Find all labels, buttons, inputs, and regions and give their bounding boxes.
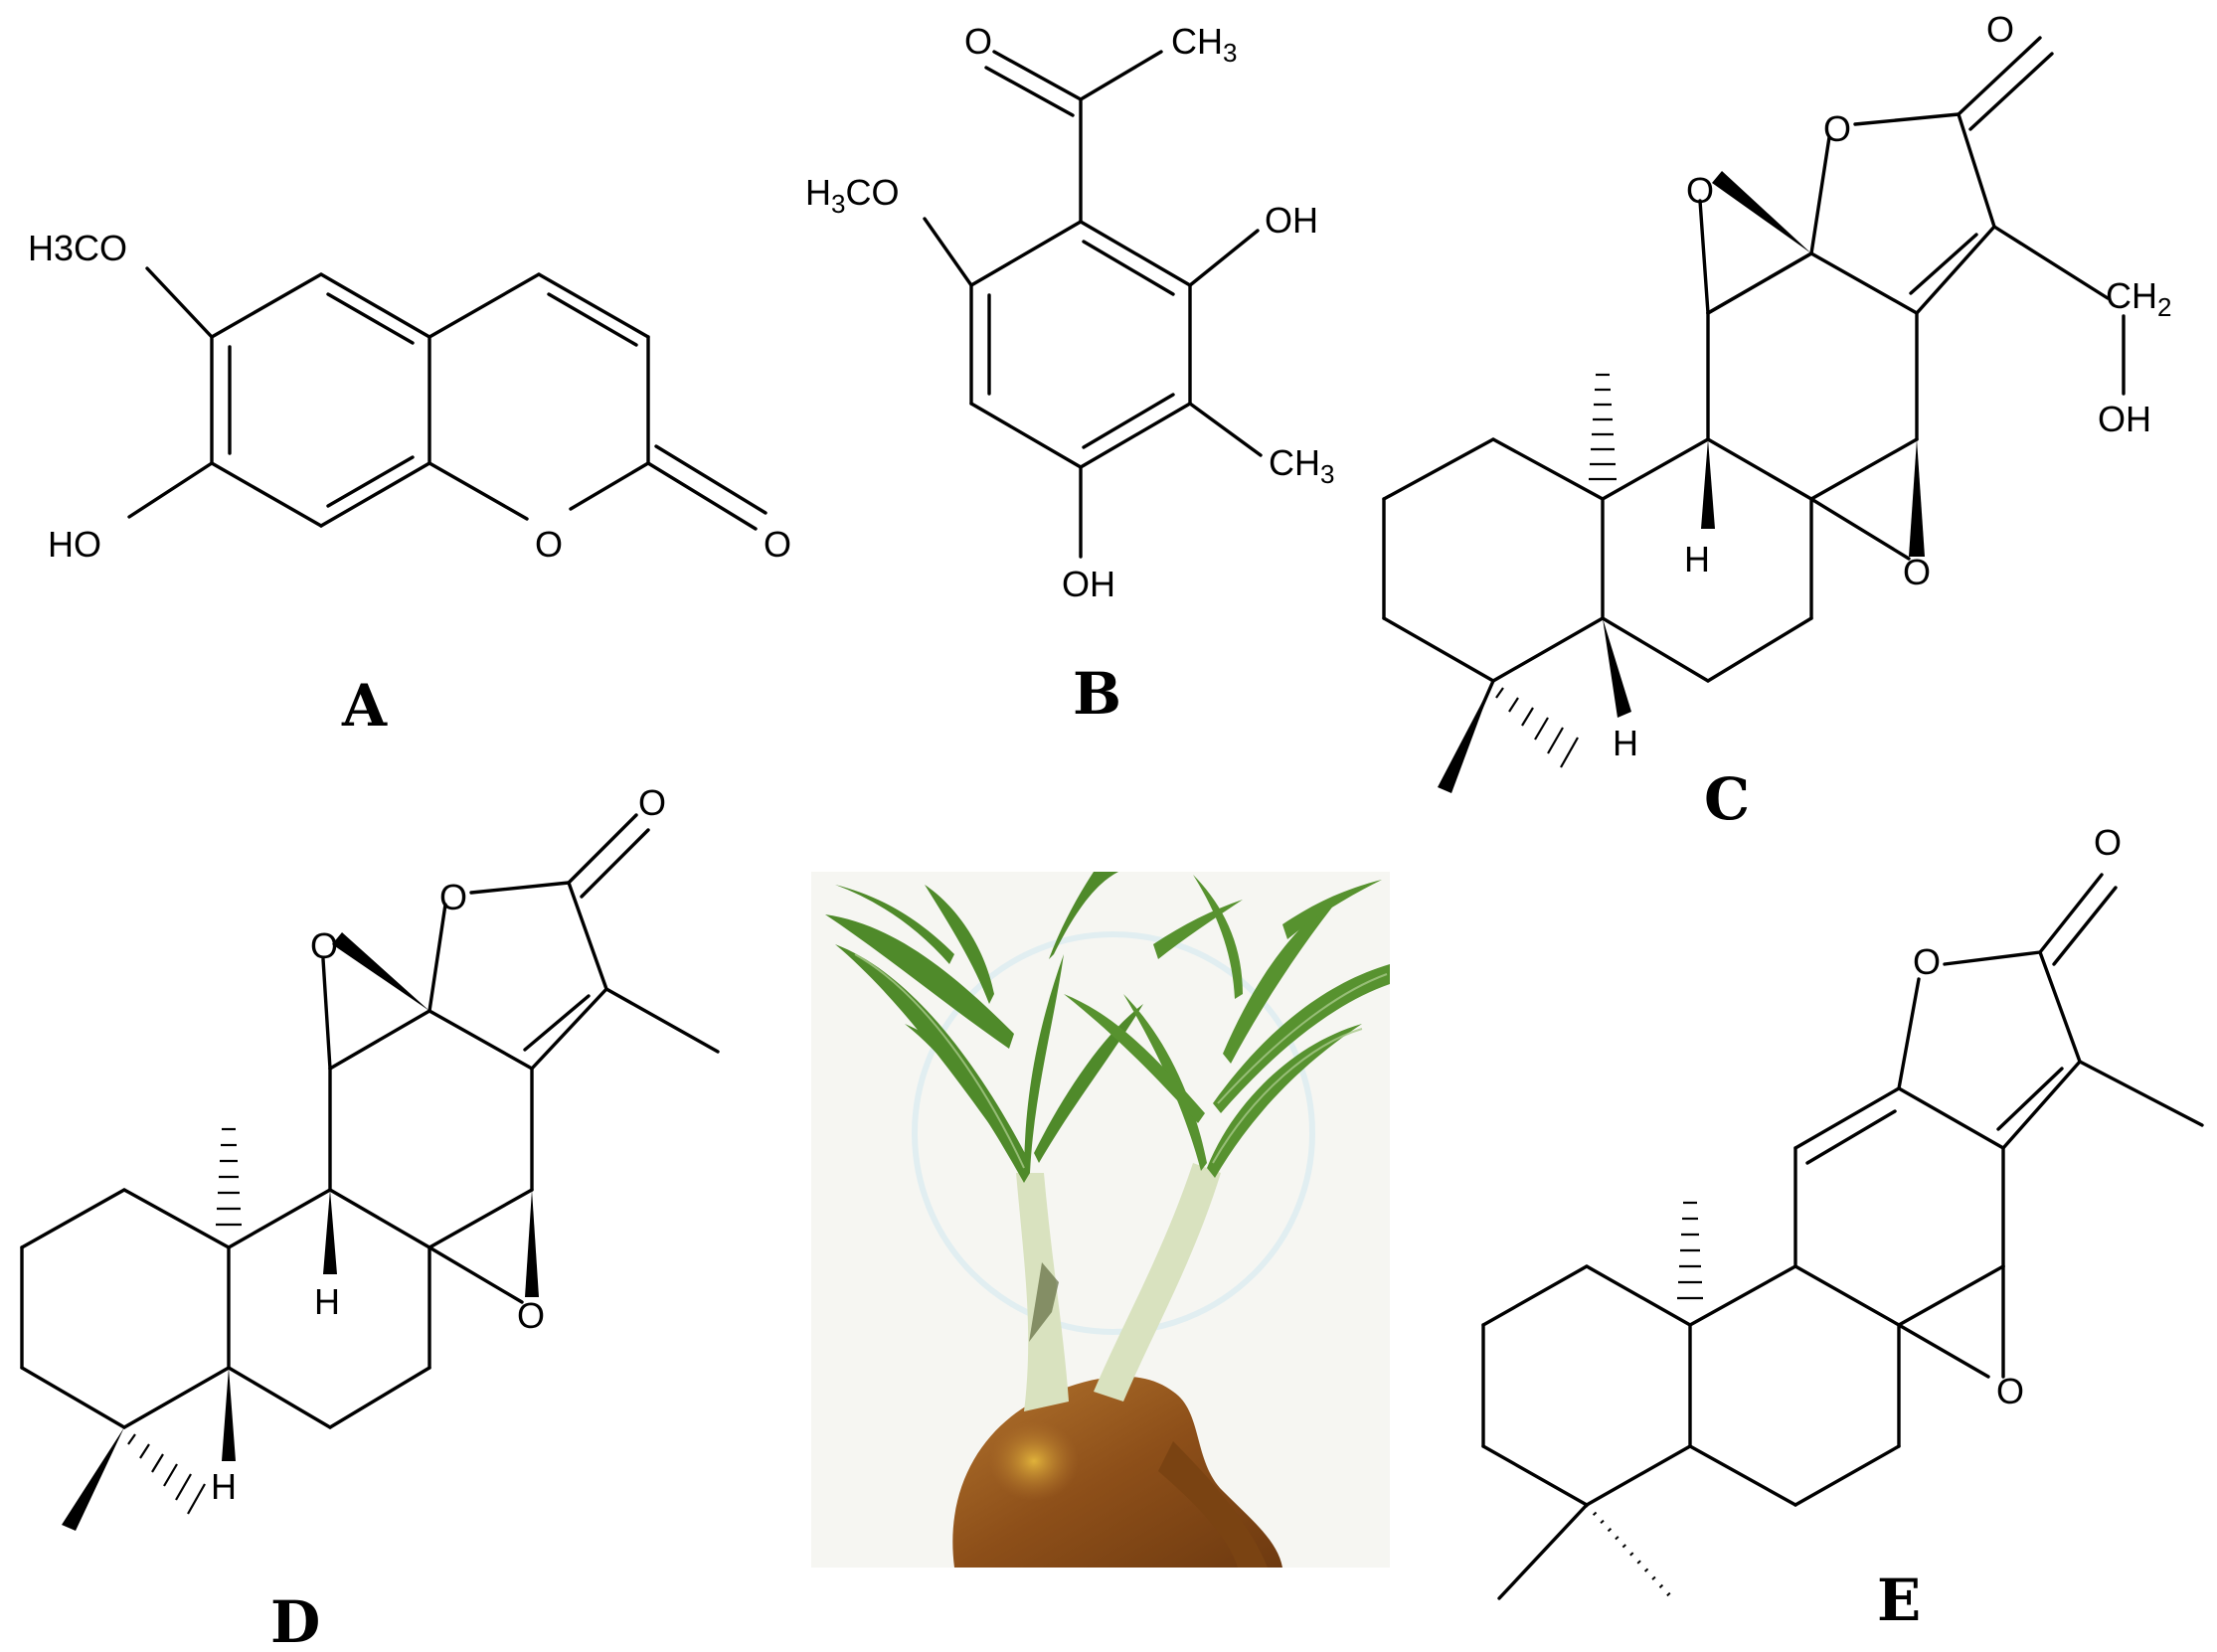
- plant-root-photo: [811, 872, 1390, 1568]
- hash-methyl-top: [1677, 1201, 1703, 1300]
- wedge-methyl: [1438, 681, 1493, 793]
- hash-methyl-top: [1589, 373, 1617, 481]
- ch2-text: CH2: [2106, 275, 2171, 322]
- lactone-oxygen-text: O: [1823, 108, 1851, 149]
- label-a: A: [341, 672, 388, 740]
- structure-c: O O O CH2 OH H O H C: [1382, 9, 2171, 833]
- hydroxy-top-text: OH: [1265, 200, 1318, 241]
- lactone-oxygen-text: O: [439, 877, 467, 917]
- structure-b: O CH3 H3CO OH CH3 OH B: [805, 21, 1334, 728]
- carbonyl-oxygen-text: O: [2094, 822, 2122, 863]
- structure-d: O O O H O H D: [20, 782, 720, 1652]
- h-low-text: H: [1613, 723, 1638, 763]
- acetyl-oxygen-text: O: [964, 21, 992, 62]
- epoxide-bottom-oxygen-text: O: [1903, 552, 1931, 592]
- h-low-text: H: [211, 1466, 237, 1507]
- oh-text: OH: [2098, 399, 2151, 439]
- structure-c-bonds: [1382, 36, 2126, 789]
- lactone-oxygen-text: O: [1913, 941, 1941, 982]
- wedge-h-mid: [1701, 439, 1715, 529]
- methoxy-text: H3CO: [28, 228, 127, 268]
- dash-methyl-low: [1585, 1503, 1674, 1600]
- wedge-top: [1712, 171, 1811, 253]
- structure-e: O O O E: [1481, 822, 2204, 1634]
- ring-oxygen-text: O: [535, 524, 563, 565]
- carbonyl-oxygen-text: O: [1986, 9, 2014, 50]
- epoxide-top-oxygen-text: O: [1686, 170, 1714, 211]
- structure-a-bonds: [127, 266, 767, 531]
- wedge-h-mid: [323, 1190, 337, 1274]
- epoxide-top-oxygen-text: O: [310, 925, 338, 966]
- methyl-text: CH3: [1269, 442, 1334, 489]
- hash-methyl-low: [127, 1433, 206, 1515]
- wedge-top: [332, 932, 429, 1011]
- wedge-epoxide: [525, 1190, 539, 1297]
- label-c: C: [1704, 765, 1750, 833]
- hash-methyl-low: [1495, 687, 1579, 768]
- hash-methyl-top: [216, 1127, 242, 1227]
- epoxide-bottom-oxygen-text: O: [517, 1295, 545, 1336]
- wedge-h-low: [222, 1368, 236, 1461]
- label-b: B: [1073, 660, 1121, 728]
- h-mid-text: H: [314, 1281, 340, 1322]
- acetyl-methyl-text: CH3: [1171, 21, 1237, 68]
- hydroxy-bottom-text: OH: [1062, 564, 1115, 604]
- wedge-methyl: [62, 1427, 124, 1531]
- carbonyl-oxygen-text: O: [638, 782, 666, 823]
- structure-a: H3CO HO O O A: [28, 228, 791, 740]
- wedge-h-low: [1603, 618, 1631, 718]
- wedge-epoxide: [1909, 439, 1925, 557]
- carbonyl-oxygen-text: O: [764, 524, 791, 565]
- label-e: E: [1877, 1567, 1921, 1634]
- structure-e-bonds: [1481, 873, 2204, 1600]
- structure-d-bonds: [20, 813, 720, 1429]
- structure-b-bonds: [923, 50, 1263, 559]
- epoxide-oxygen-text: O: [1996, 1371, 2024, 1411]
- h-mid-text: H: [1684, 539, 1710, 579]
- label-d: D: [270, 1588, 320, 1652]
- hydroxy-text: HO: [48, 524, 101, 565]
- methoxy-text: H3CO: [805, 172, 899, 219]
